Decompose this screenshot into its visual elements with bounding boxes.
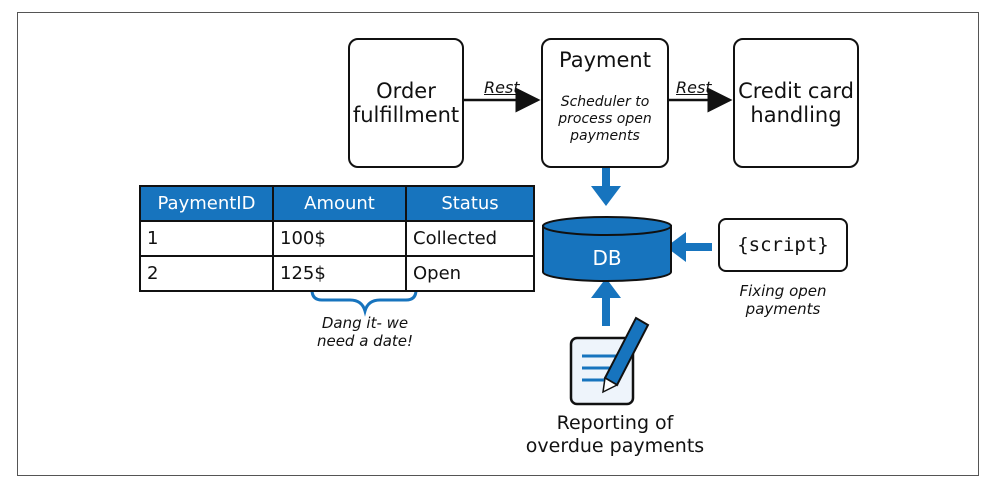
pen-icon	[602, 316, 650, 394]
arrow-script-to-db	[666, 232, 712, 262]
credit-card-box: Credit card handling	[733, 38, 859, 168]
cell-paymentid: 1	[139, 220, 274, 257]
cell-amount: 125$	[272, 255, 407, 292]
table-row: 2 125$ Open	[139, 255, 535, 292]
payment-sub3: payments	[570, 128, 640, 144]
payment-table: PaymentID Amount Status 1 100$ Collected…	[139, 185, 535, 292]
rest-label-left: Rest	[484, 78, 520, 97]
brace-icon	[310, 289, 418, 317]
date-note: Dang it- we need a date!	[300, 314, 430, 350]
note-line2: need a date!	[316, 332, 414, 350]
credit-box-line2: handling	[750, 103, 842, 127]
cell-paymentid: 2	[139, 255, 274, 292]
arrow-report-to-db	[591, 278, 621, 326]
order-box-line2: fulfillment	[352, 103, 460, 127]
script-caption-line2: payments	[745, 300, 821, 318]
arrow-payment-to-db	[591, 168, 621, 206]
payment-sub1: Scheduler to	[560, 94, 650, 110]
header-status: Status	[405, 185, 535, 222]
script-caption-line1: Fixing open	[739, 282, 827, 300]
database-icon	[542, 216, 672, 282]
report-label: Reporting of overdue payments	[470, 412, 760, 458]
report-line1: Reporting of	[556, 412, 674, 434]
table-row: 1 100$ Collected	[139, 220, 535, 257]
cell-status: Open	[405, 255, 535, 292]
script-caption: Fixing open payments	[718, 282, 848, 318]
table-header-row: PaymentID Amount Status	[139, 185, 535, 222]
rest-label-right: Rest	[676, 78, 712, 97]
report-line2: overdue payments	[525, 435, 705, 457]
credit-box-line1: Credit card	[738, 79, 854, 103]
diagram-frame	[17, 12, 979, 476]
payment-title: Payment	[559, 48, 651, 72]
header-amount: Amount	[272, 185, 407, 222]
note-line1: Dang it- we	[321, 314, 409, 332]
script-box: {script}	[718, 218, 848, 272]
header-paymentid: PaymentID	[139, 185, 274, 222]
order-box-line1: Order	[376, 79, 436, 103]
payment-sub2: process open	[558, 111, 652, 127]
order-fulfillment-box: Order fulfillment	[348, 38, 464, 168]
payment-box: Payment Scheduler to process open paymen…	[541, 38, 669, 168]
cell-status: Collected	[405, 220, 535, 257]
db-label: DB	[592, 246, 622, 270]
cell-amount: 100$	[272, 220, 407, 257]
